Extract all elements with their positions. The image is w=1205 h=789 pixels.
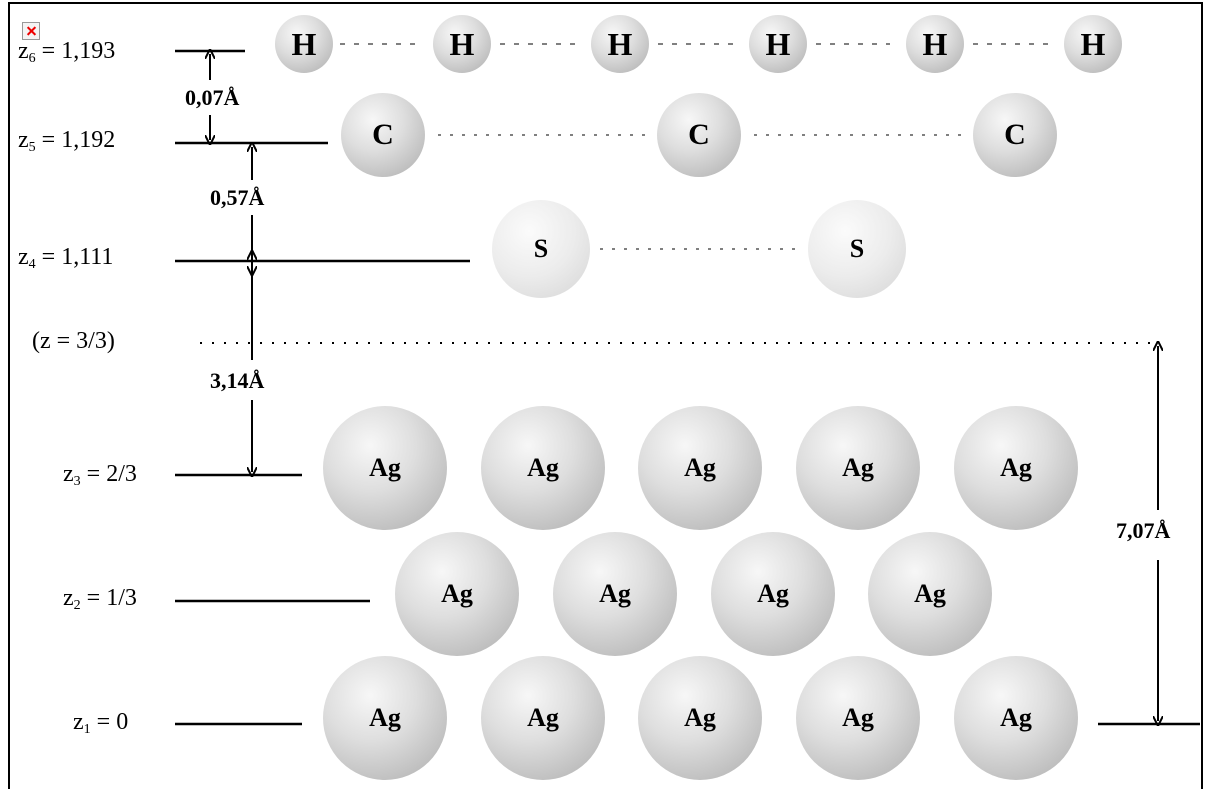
atom-label: H <box>291 25 317 62</box>
atom-s: S <box>808 200 906 298</box>
atom-h: H <box>906 15 964 73</box>
atom-label: H <box>607 25 633 62</box>
atom-ag: Ag <box>481 406 605 530</box>
distance-total: 7,07Å <box>1116 518 1171 544</box>
atom-label: Ag <box>842 453 874 482</box>
atom-ag: Ag <box>796 406 920 530</box>
atom-label: Ag <box>842 703 874 732</box>
atom-label: Ag <box>914 579 946 608</box>
atom-ag: Ag <box>395 532 519 656</box>
label-z2: z2 = 1/3 <box>63 585 137 613</box>
distance-h-c: 0,07Å <box>185 85 240 111</box>
atom-c: C <box>973 93 1057 177</box>
atom-label: C <box>372 118 394 151</box>
atom-ag: Ag <box>553 532 677 656</box>
atom-ag: Ag <box>796 656 920 780</box>
atom-label: Ag <box>599 579 631 608</box>
atom-ag: Ag <box>954 406 1078 530</box>
atom-h: H <box>1064 15 1122 73</box>
atom-label: Ag <box>1000 453 1032 482</box>
atom-c: C <box>341 93 425 177</box>
label-z3: z3 = 2/3 <box>63 461 137 489</box>
atom-h: H <box>749 15 807 73</box>
atom-ag: Ag <box>954 656 1078 780</box>
atom-ag: Ag <box>323 656 447 780</box>
atom-label: Ag <box>369 703 401 732</box>
atom-label: H <box>449 25 475 62</box>
distance-s-ag: 3,14Å <box>210 368 265 394</box>
atom-ag: Ag <box>638 656 762 780</box>
diagram-frame <box>8 2 1203 789</box>
atom-c: C <box>657 93 741 177</box>
atom-label: Ag <box>527 703 559 732</box>
atom-label: C <box>688 118 710 151</box>
atom-label: S <box>849 234 865 263</box>
label-z6: z6 = 1,193 <box>18 38 116 66</box>
atom-label: S <box>533 234 549 263</box>
atom-ag: Ag <box>868 532 992 656</box>
atom-label: H <box>1080 25 1106 62</box>
label-z4: z4 = 1,111 <box>18 244 114 272</box>
atom-label: Ag <box>369 453 401 482</box>
atom-h: H <box>591 15 649 73</box>
label-zref: (z = 3/3) <box>32 328 115 354</box>
atom-h: H <box>275 15 333 73</box>
atom-ag: Ag <box>711 532 835 656</box>
atom-ag: Ag <box>323 406 447 530</box>
atom-label: Ag <box>684 703 716 732</box>
atom-label: Ag <box>1000 703 1032 732</box>
broken-image-icon <box>22 22 40 40</box>
atom-label: H <box>765 25 791 62</box>
atom-label: Ag <box>757 579 789 608</box>
atom-label: H <box>922 25 948 62</box>
atom-label: C <box>1004 118 1026 151</box>
atom-ag: Ag <box>481 656 605 780</box>
atom-ag: Ag <box>638 406 762 530</box>
atom-label: Ag <box>684 453 716 482</box>
label-z5: z5 = 1,192 <box>18 127 116 155</box>
label-z1: z1 = 0 <box>73 709 129 737</box>
atom-label: Ag <box>441 579 473 608</box>
atom-h: H <box>433 15 491 73</box>
distance-c-s: 0,57Å <box>210 185 265 211</box>
atom-s: S <box>492 200 590 298</box>
atom-label: Ag <box>527 453 559 482</box>
